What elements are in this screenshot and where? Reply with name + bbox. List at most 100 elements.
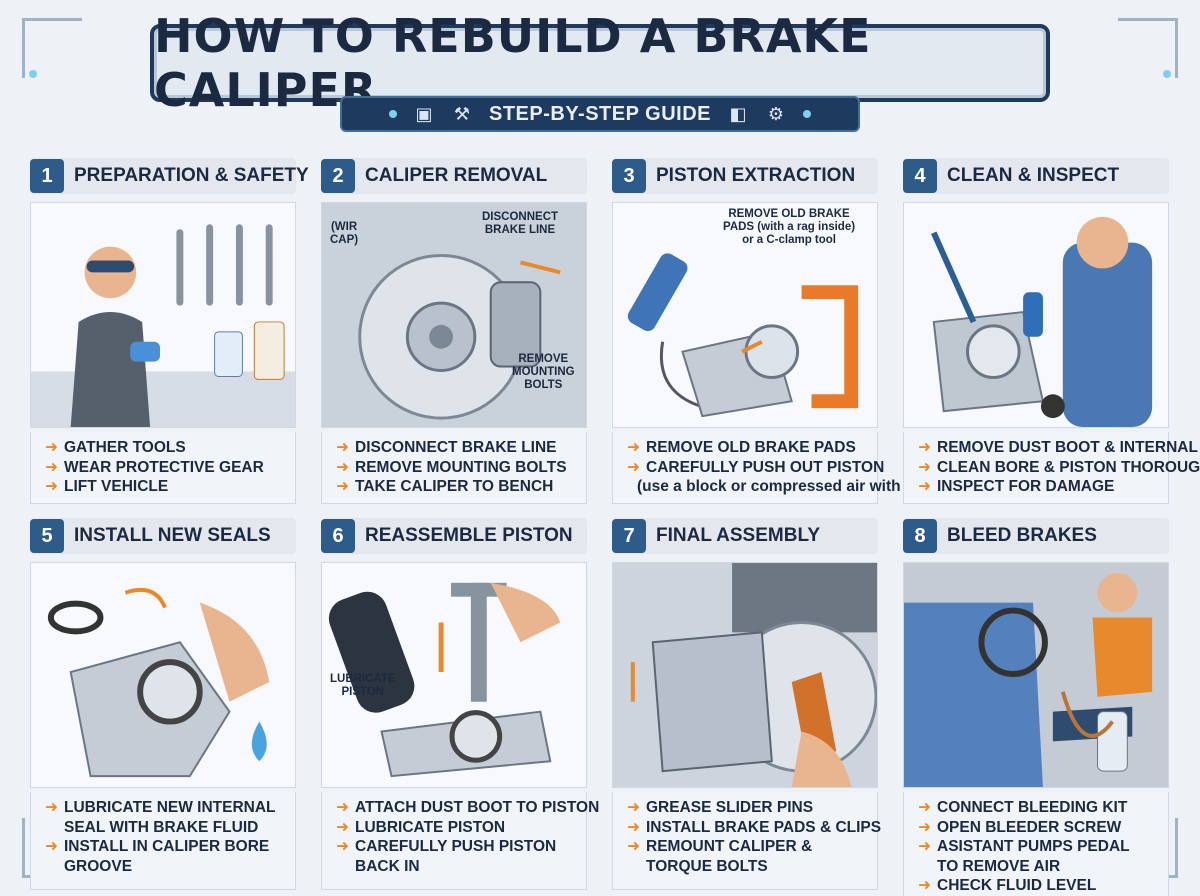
decor-dot xyxy=(29,70,37,78)
bullet-text: CAREFULLY PUSH OUT PISTON xyxy=(646,458,885,476)
bullet-item: ➜LUBRICATE NEW INTERNAL xyxy=(45,798,287,818)
bullet-text: REMOVE OLD BRAKE PADS xyxy=(646,439,856,456)
arrow-right-icon: ➜ xyxy=(45,799,58,816)
bullet-text: INSPECT FOR DAMAGE xyxy=(937,478,1115,495)
arrow-right-icon: ➜ xyxy=(45,478,58,495)
illustration-graphic xyxy=(47,587,270,778)
bullet-item: ➜ LIFT VEHICLE xyxy=(45,477,287,497)
arrow-right-icon: ➜ xyxy=(918,877,931,894)
bullet-item: ➜ CAREFULLY PUSH OUT PISTON xyxy=(627,458,884,478)
bullet-item: ➜REMOVE OLD BRAKE PADS xyxy=(627,438,869,458)
bullet-text: GREASE SLIDER PINS xyxy=(646,799,814,816)
bullet-text: CHECK FLUID LEVEL xyxy=(937,877,1097,894)
page-subtitle: STEP-BY-STEP GUIDE xyxy=(488,102,711,125)
bullet-text: REMOVE DUST BOOT & INTERNAL SEAL xyxy=(937,439,1200,456)
arrow-right-icon: ➜ xyxy=(336,818,349,836)
bullet-item: ➜ LUBRICATE PISTON xyxy=(336,818,578,838)
bullet-item: ➜ INSPECT FOR DAMAGE xyxy=(918,477,1160,497)
illustration-callout: LUBRICATE PISTON xyxy=(330,673,396,698)
bullet-text: CAREFULLY PUSH PISTON xyxy=(355,838,557,855)
step-bullets: ➜ATTACH DUST BOOT TO PISTON➜ LUBRICATE PI… xyxy=(321,792,599,890)
step-header: 5 INSTALL NEW SEALS xyxy=(30,518,296,554)
illustration-callout: REMOVE MOUNTING BOLTS xyxy=(512,353,575,391)
bullet-text: OPEN BLEEDER SCREW xyxy=(937,818,1122,836)
step-bullets: ➜REMOVE OLD BRAKE PADS➜CAREFULLY PUSH OU… xyxy=(612,432,966,504)
arrow-right-icon: ➜ xyxy=(336,439,349,456)
bullet-text: WEAR PROTECTIVE GEAR xyxy=(64,458,264,476)
step-header: 8 BLEED BRAKES xyxy=(903,518,1169,554)
step-title: INSTALL NEW SEALS xyxy=(74,525,271,546)
bullet-text: REMOUNT CALIPER & xyxy=(646,838,813,855)
bullet-text: GATHER TOOLS xyxy=(64,439,186,456)
step-illustration: REMOVE OLD BRAKE PADS (with a rag inside… xyxy=(612,202,878,428)
bullet-text: LIFT VEHICLE xyxy=(64,478,169,495)
bullet-text: DISCONNECT BRAKE LINE xyxy=(355,439,557,456)
corner-decoration xyxy=(22,18,82,78)
bullet-item: ➜ TAKE CALIPER TO BENCH xyxy=(336,477,578,497)
decor-dot xyxy=(1163,70,1171,78)
step-bullets: ➜ CONNECT BLEEDING KIT ➜ OPEN BLEEDER SCREW… xyxy=(903,792,1169,896)
step-number-badge: 5 xyxy=(30,519,64,553)
illustration-graphic xyxy=(328,582,561,778)
illustration-callout: REMOVE OLD BRAKE PADS (with a rag inside… xyxy=(723,208,856,246)
step-card-8: 8 BLEED BRAKES ➜ CONNECT BLEEDING KIT ➜ OPEN… xyxy=(903,518,1169,896)
corner-decoration xyxy=(1118,18,1178,78)
bullet-text: BACK IN xyxy=(355,857,420,875)
bullet-item: ➜REMOVE DUST BOOT & INTERNAL SEAL xyxy=(918,438,1200,458)
bullet-text: LUBRICATE PISTON xyxy=(355,818,506,836)
illustration-callout: (WIR CAP) xyxy=(330,221,359,246)
bullet-note: (use a block or compressed air with caut… xyxy=(637,478,966,495)
step-number-badge: 1 xyxy=(30,159,64,193)
arrow-right-icon: ➜ xyxy=(627,458,640,476)
step-number-badge: 8 xyxy=(903,519,937,553)
bullet-text: TORQUE BOLTS xyxy=(646,857,768,875)
step-illustration: LUBRICATE PISTON xyxy=(321,562,587,788)
arrow-right-icon: ➜ xyxy=(918,818,931,836)
bullet-text: TO REMOVE AIR xyxy=(937,857,1061,875)
bullet-item: ➜ OPEN BLEEDER SCREW xyxy=(918,818,1160,838)
step-illustration xyxy=(30,562,296,788)
step-number-badge: 4 xyxy=(903,159,937,193)
title-banner: HOW TO REBUILD A BRAKE CALIPER xyxy=(150,9,1050,117)
bullet-item: ➜SEAL WITH BRAKE FLUID xyxy=(45,818,287,838)
illustration-graphic xyxy=(322,203,586,427)
arrow-right-icon: ➜ xyxy=(45,439,58,456)
illustration-graphic xyxy=(931,216,1153,427)
arrow-right-icon: ➜ xyxy=(45,838,58,855)
bullet-item: ➜GROOVE xyxy=(45,857,287,877)
step-number-badge: 2 xyxy=(321,159,355,193)
arrow-right-icon: ➜ xyxy=(627,799,640,816)
step-title: REASSEMBLE PISTON xyxy=(365,525,573,546)
arrow-right-icon: ➜ xyxy=(336,478,349,495)
bullet-item: ➜ATTACH DUST BOOT TO PISTON xyxy=(336,798,599,818)
bullet-text: CONNECT BLEEDING KIT xyxy=(937,799,1128,816)
arrow-right-icon: ➜ xyxy=(336,458,349,476)
bullet-item: ➜CAREFULLY PUSH PISTON xyxy=(336,837,578,857)
bullet-text: INSTALL IN CALIPER BORE xyxy=(64,838,270,855)
illustration-callout: DISCONNECT BRAKE LINE xyxy=(482,211,559,236)
arrow-right-icon: ➜ xyxy=(627,838,640,855)
step-title: BLEED BRAKES xyxy=(947,525,1097,546)
arrow-right-icon: ➜ xyxy=(918,478,931,495)
step-bullets: ➜GREASE SLIDER PINS➜INSTALL BRAKE PADS &… xyxy=(612,792,881,890)
page-title: HOW TO REBUILD A BRAKE CALIPER xyxy=(154,9,872,117)
step-illustration: (WIR CAP) DISCONNECT BRAKE LINE REMOVE MOU… xyxy=(321,202,587,428)
bullet-item: ➜ REMOUNT CALIPER & xyxy=(627,837,869,857)
step-bullets: ➜LUBRICATE NEW INTERNAL➜SEAL WITH BRAKE … xyxy=(30,792,296,890)
step-bullets: ➜DISCONNECT BRAKE LINE➜REMOVE MOUNTING B… xyxy=(321,432,587,504)
bullet-text: TAKE CALIPER TO BENCH xyxy=(355,478,554,495)
step-title: FINAL ASSEMBLY xyxy=(656,525,820,546)
arrow-right-icon: ➜ xyxy=(45,458,58,476)
brake-caliper-icon: ◧ xyxy=(729,103,747,124)
step-bullets: ➜ GATHER TOOLS ➜ WEAR PROTECTIVE GEAR ➜ LIFT … xyxy=(30,432,296,504)
subtitle-bar: ▣ ⚒ STEP-BY-STEP GUIDE ◧ ⚙ xyxy=(340,96,860,132)
arrow-right-icon: ➜ xyxy=(627,818,640,836)
illustration-graphic xyxy=(904,563,1168,787)
